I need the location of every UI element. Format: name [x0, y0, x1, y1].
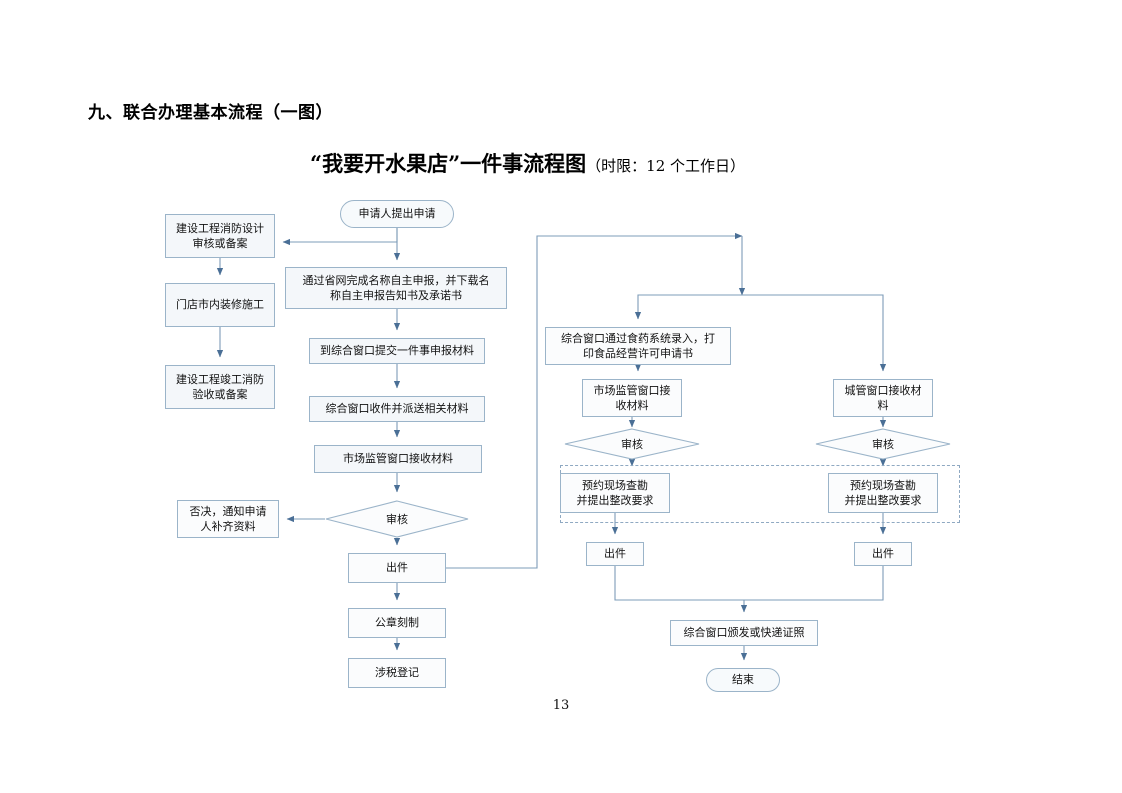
node-name-declaration[interactable]: 通过省网完成名称自主申报，并下载名 称自主申报告知书及承诺书	[285, 267, 507, 309]
node-end[interactable]: 结束	[706, 668, 780, 692]
diamond-shape	[325, 500, 469, 538]
chart-title-main: “我要开水果店”一件事流程图	[310, 151, 587, 176]
node-store-decoration[interactable]: 门店市内装修施工	[165, 283, 275, 327]
node-output-center[interactable]: 出件	[348, 553, 446, 583]
diamond-shape	[564, 428, 700, 460]
node-fire-design-review[interactable]: 建设工程消防设计 审核或备案	[165, 214, 275, 258]
node-output-urban[interactable]: 出件	[854, 542, 912, 566]
node-reject-notify[interactable]: 否决，通知申请 人补齐资料	[177, 500, 279, 538]
chart-title-note: （时限：12 个工作日）	[586, 157, 746, 175]
node-food-drug-entry[interactable]: 综合窗口通过食药系统录入，打 印食品经营许可申请书	[545, 327, 731, 365]
chart-title: “我要开水果店”一件事流程图（时限：12 个工作日）	[310, 148, 745, 178]
node-start[interactable]: 申请人提出申请	[340, 200, 454, 228]
section-heading: 九、联合办理基本流程（一图）	[88, 103, 333, 123]
node-submit-materials[interactable]: 到综合窗口提交一件事申报材料	[309, 338, 485, 364]
diamond-shape	[815, 428, 951, 460]
node-review-center[interactable]: 审核	[325, 500, 469, 538]
node-tax-registration[interactable]: 涉税登记	[348, 658, 446, 688]
node-review-urban[interactable]: 审核	[815, 428, 951, 460]
node-dispatch-materials[interactable]: 综合窗口收件并派送相关材料	[309, 396, 485, 422]
node-review-market-label: 审核	[621, 438, 643, 451]
page-number: 13	[552, 698, 570, 713]
node-seal-engraving[interactable]: 公章刻制	[348, 608, 446, 638]
node-market-window-receive[interactable]: 市场监管窗口接收材料	[314, 445, 482, 473]
node-review-urban-label: 审核	[872, 438, 894, 451]
node-output-market[interactable]: 出件	[586, 542, 644, 566]
node-issue-certificate[interactable]: 综合窗口颁发或快递证照	[670, 620, 818, 646]
node-site-survey-market[interactable]: 预约现场查勘 并提出整改要求	[560, 473, 670, 513]
node-market-window-receive-2[interactable]: 市场监管窗口接 收材料	[582, 379, 682, 417]
node-site-survey-urban[interactable]: 预约现场查勘 并提出整改要求	[828, 473, 938, 513]
node-fire-acceptance[interactable]: 建设工程竣工消防 验收或备案	[165, 365, 275, 409]
node-review-market[interactable]: 审核	[564, 428, 700, 460]
node-review-center-label: 审核	[386, 513, 408, 526]
node-urban-window-receive[interactable]: 城管窗口接收材 料	[833, 379, 933, 417]
